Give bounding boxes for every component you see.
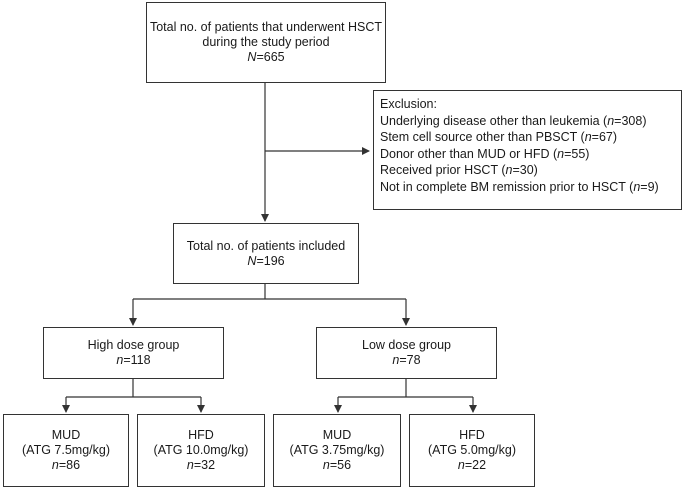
exclusion-item: Received prior HSCT (n=30) (380, 162, 675, 179)
high-dose-group-count: n=118 (116, 353, 150, 368)
low-dose-group-label: Low dose group (362, 338, 451, 352)
n-value: =196 (256, 253, 285, 268)
total-patients-count: N=665 (247, 50, 284, 65)
exclusion-heading: Exclusion: (380, 97, 437, 111)
n-symbol: n (633, 179, 641, 194)
n-symbol: n (322, 458, 330, 472)
exclusion-item-text: Underlying disease other than leukemia ( (380, 113, 608, 128)
atg-dose-label: (ATG 5.0mg/kg) (428, 443, 516, 457)
n-symbol: n (51, 458, 59, 472)
donor-label: HFD (188, 428, 214, 442)
exclusion-item: Donor other than MUD or HFD (n=55) (380, 146, 675, 163)
group-count: n=56 (323, 458, 351, 473)
n-symbol: n (584, 130, 592, 144)
exclusion-item-value: =9) (640, 179, 659, 194)
total-patients-line1: Total no. of patients that underwent HSC… (149, 20, 383, 34)
n-symbol: n (457, 458, 465, 472)
mud-high-dose-box: MUD (ATG 7.5mg/kg) n=86 (3, 414, 129, 487)
mud-low-dose-box: MUD (ATG 3.75mg/kg) n=56 (273, 414, 401, 487)
donor-label: HFD (459, 428, 485, 442)
n-symbol: n (505, 163, 513, 177)
total-patients-box: Total no. of patients that underwent HSC… (146, 2, 386, 83)
atg-dose-label: (ATG 10.0mg/kg) (153, 443, 249, 457)
group-count: n=22 (458, 458, 486, 473)
group-count: n=86 (52, 458, 80, 473)
hfd-low-dose-box: HFD (ATG 5.0mg/kg) n=22 (409, 414, 535, 487)
atg-dose-label: (ATG 3.75mg/kg) (289, 443, 385, 457)
total-patients-line2: during the study period (202, 35, 330, 49)
exclusion-item-text: Stem cell source other than PBSCT ( (380, 130, 585, 144)
exclusion-item-value: =67) (591, 130, 618, 144)
n-value: =665 (256, 50, 285, 64)
exclusion-item: Stem cell source other than PBSCT (n=67) (380, 129, 675, 146)
exclusion-item-value: =55) (564, 146, 590, 161)
n-symbol: n (607, 113, 615, 128)
included-patients-label: Total no. of patients included (186, 238, 346, 253)
exclusion-item-text: Donor other than MUD or HFD ( (380, 146, 558, 161)
exclusion-item-text: Received prior HSCT ( (380, 163, 506, 177)
n-symbol: n (392, 353, 400, 367)
high-dose-group-label: High dose group (87, 338, 180, 352)
n-value: =56 (329, 458, 352, 472)
low-dose-group-count: n=78 (392, 353, 420, 368)
n-value: =86 (58, 458, 81, 472)
n-symbol: n (116, 353, 124, 367)
n-symbol: N (247, 253, 257, 268)
donor-label: MUD (322, 428, 352, 442)
n-symbol: N (247, 50, 257, 64)
exclusion-item: Underlying disease other than leukemia (… (380, 113, 675, 130)
exclusion-item-text: Not in complete BM remission prior to HS… (380, 179, 634, 194)
high-dose-group-box: High dose group n=118 (43, 327, 224, 379)
group-count: n=32 (187, 458, 215, 473)
n-value: =118 (123, 353, 151, 367)
exclusion-box: Exclusion: Underlying disease other than… (373, 90, 682, 210)
included-patients-box: Total no. of patients included N=196 (173, 223, 359, 284)
donor-label: MUD (51, 428, 81, 442)
low-dose-group-box: Low dose group n=78 (316, 327, 497, 379)
n-symbol: n (557, 146, 565, 161)
included-patients-count: N=196 (247, 254, 284, 269)
atg-dose-label: (ATG 7.5mg/kg) (22, 443, 110, 457)
exclusion-item-value: =308) (614, 113, 647, 128)
n-value: =32 (193, 458, 216, 472)
hfd-high-dose-box: HFD (ATG 10.0mg/kg) n=32 (137, 414, 265, 487)
exclusion-item: Not in complete BM remission prior to HS… (380, 179, 675, 196)
n-symbol: n (186, 458, 194, 472)
n-value: =78 (399, 353, 421, 367)
exclusion-item-value: =30) (512, 163, 538, 177)
n-value: =22 (464, 458, 487, 472)
